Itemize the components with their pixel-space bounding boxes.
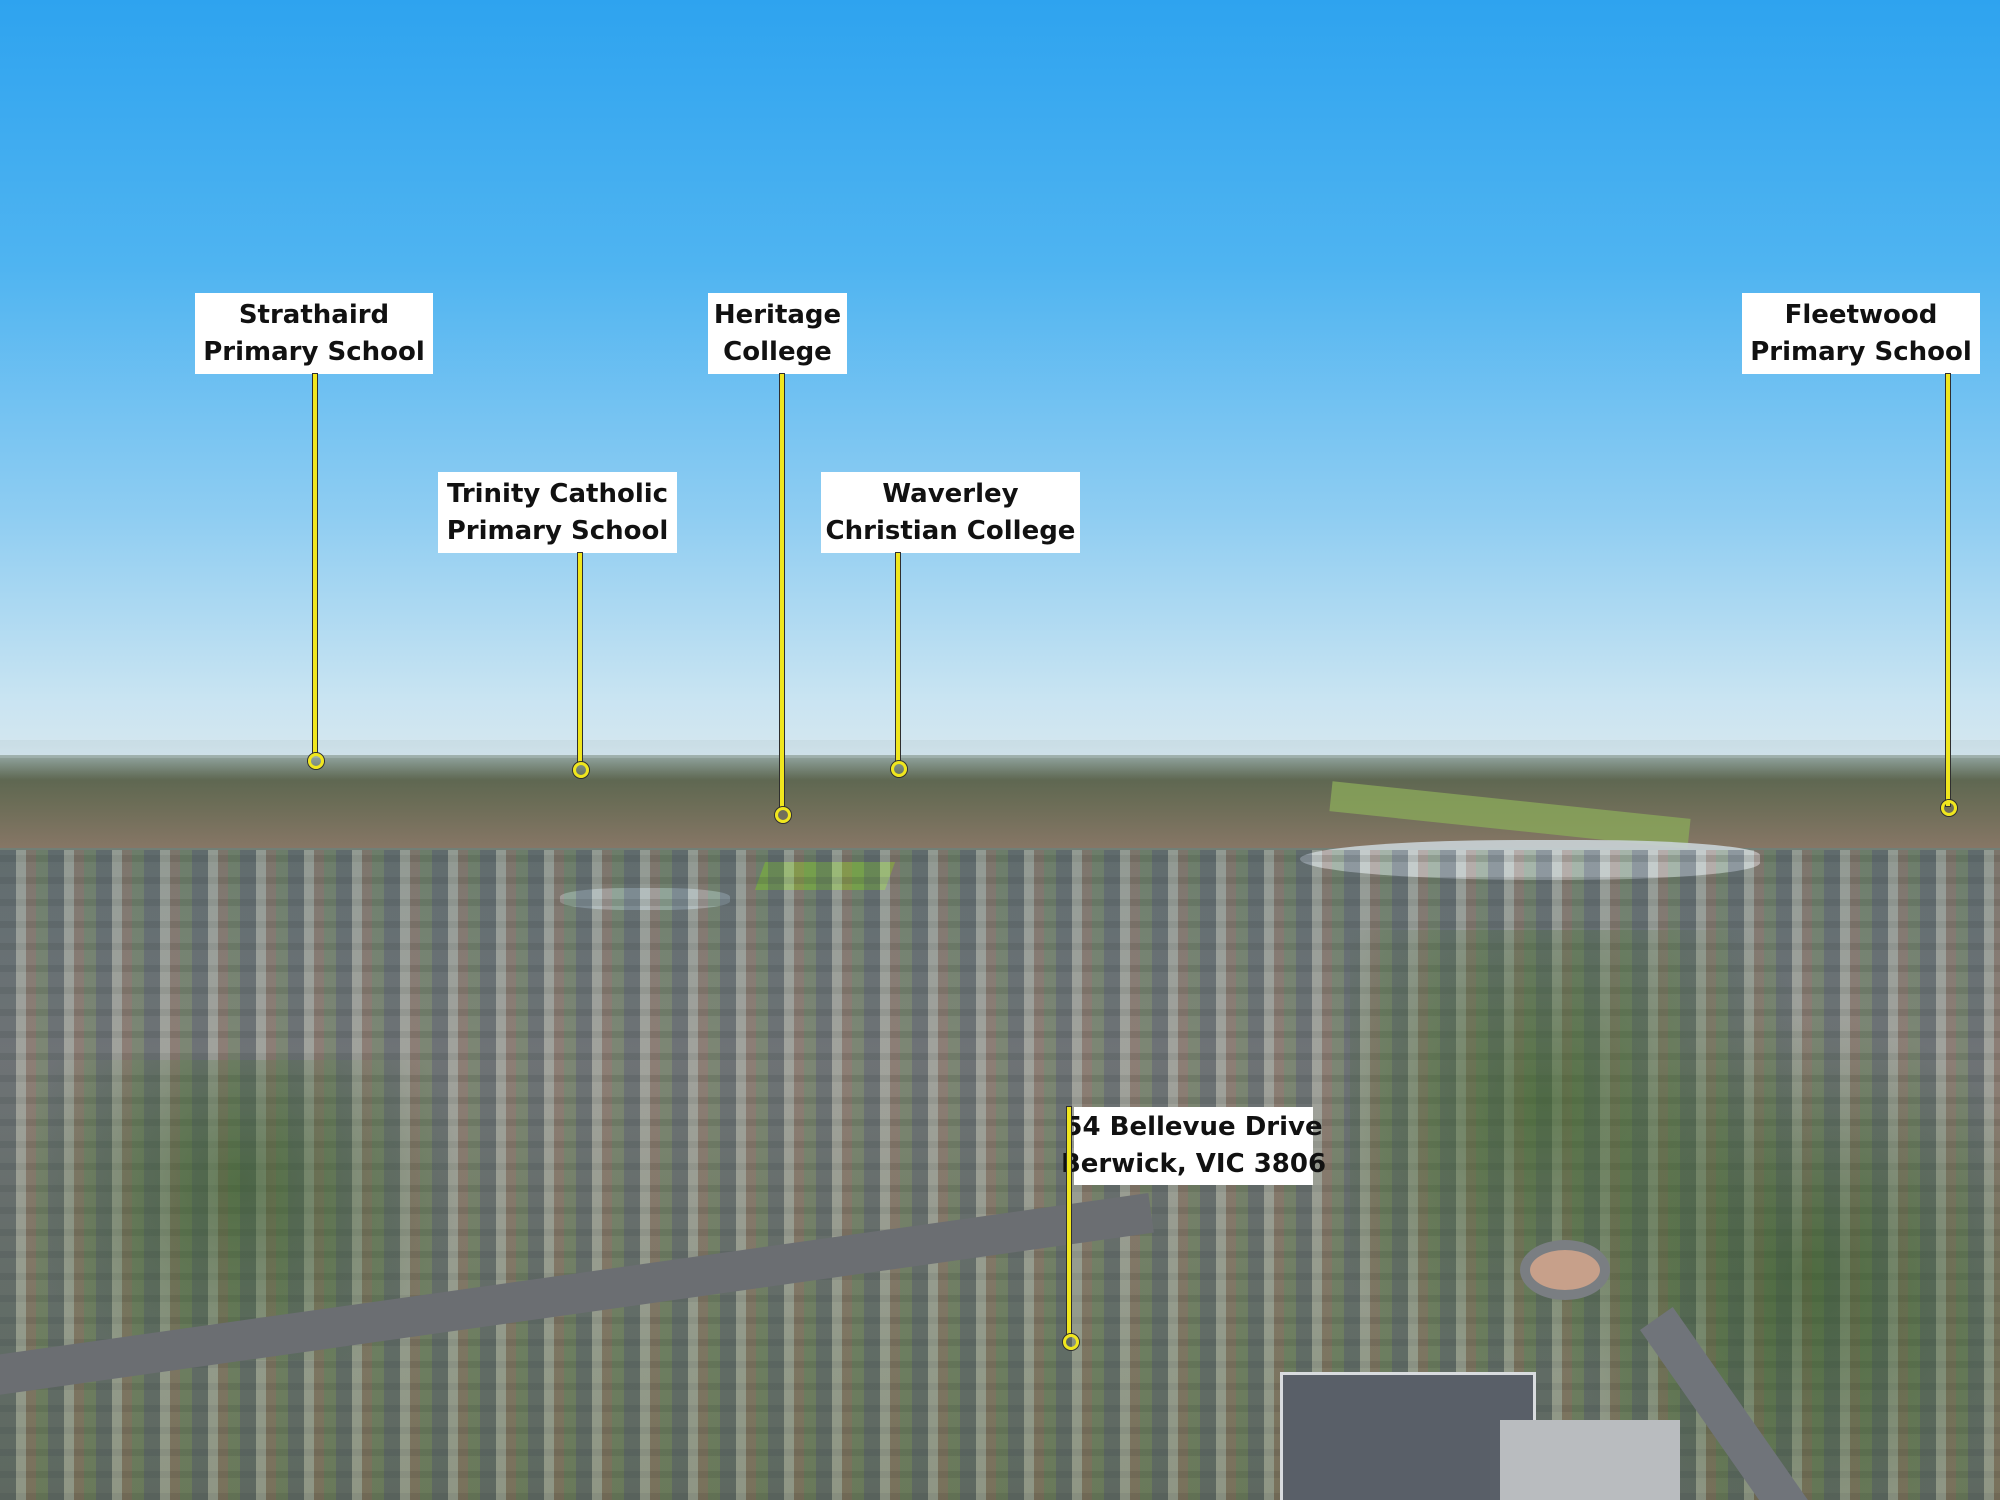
label-line-1: Heritage: [713, 299, 842, 330]
horizon-haze: [0, 740, 2000, 780]
label-line-2: College: [723, 336, 832, 367]
marker-dot-trinity: [573, 762, 589, 778]
label-property-address: 54 Bellevue Drive Berwick, VIC 3806: [1061, 1107, 1326, 1185]
label-strathaird-primary-school: Strathaird Primary School: [195, 293, 433, 374]
leader-line-waverley: [896, 553, 900, 761]
label-waverley-christian-college: Waverley Christian College: [821, 472, 1080, 553]
label-heritage-college: Heritage College: [708, 293, 847, 374]
label-line-2: Primary School: [203, 336, 425, 367]
label-line-2: Christian College: [825, 515, 1076, 546]
marker-dot-fleetwood: [1941, 800, 1957, 816]
lake-right: [1300, 840, 1760, 880]
label-line-2: Berwick, VIC 3806: [1060, 1149, 1327, 1179]
leader-line-property: [1067, 1107, 1071, 1336]
label-line-1: Trinity Catholic: [446, 478, 669, 509]
leader-line-fleetwood: [1946, 374, 1950, 806]
leader-line-heritage: [780, 374, 784, 807]
marker-dot-strathaird: [308, 753, 324, 769]
label-fleetwood-primary-school: Fleetwood Primary School: [1742, 293, 1980, 374]
marker-dot-property: [1063, 1334, 1079, 1350]
label-line-1: Fleetwood: [1784, 299, 1938, 330]
leader-line-strathaird: [313, 374, 317, 755]
label-line-2: Primary School: [1750, 336, 1972, 367]
label-line-1: Strathaird: [238, 299, 390, 330]
commercial-building: [1280, 1372, 1536, 1500]
sky: [0, 0, 2000, 760]
label-trinity-catholic-primary-school: Trinity Catholic Primary School: [438, 472, 677, 553]
label-line-1: Waverley: [882, 478, 1019, 509]
roundabout: [1520, 1240, 1610, 1300]
leader-line-trinity: [578, 553, 582, 762]
car-park: [1500, 1420, 1680, 1500]
label-line-1: 54 Bellevue Drive: [1064, 1112, 1323, 1142]
marker-dot-heritage: [775, 807, 791, 823]
marker-dot-waverley: [891, 761, 907, 777]
label-line-2: Primary School: [446, 515, 669, 546]
lake-middle: [560, 888, 730, 910]
